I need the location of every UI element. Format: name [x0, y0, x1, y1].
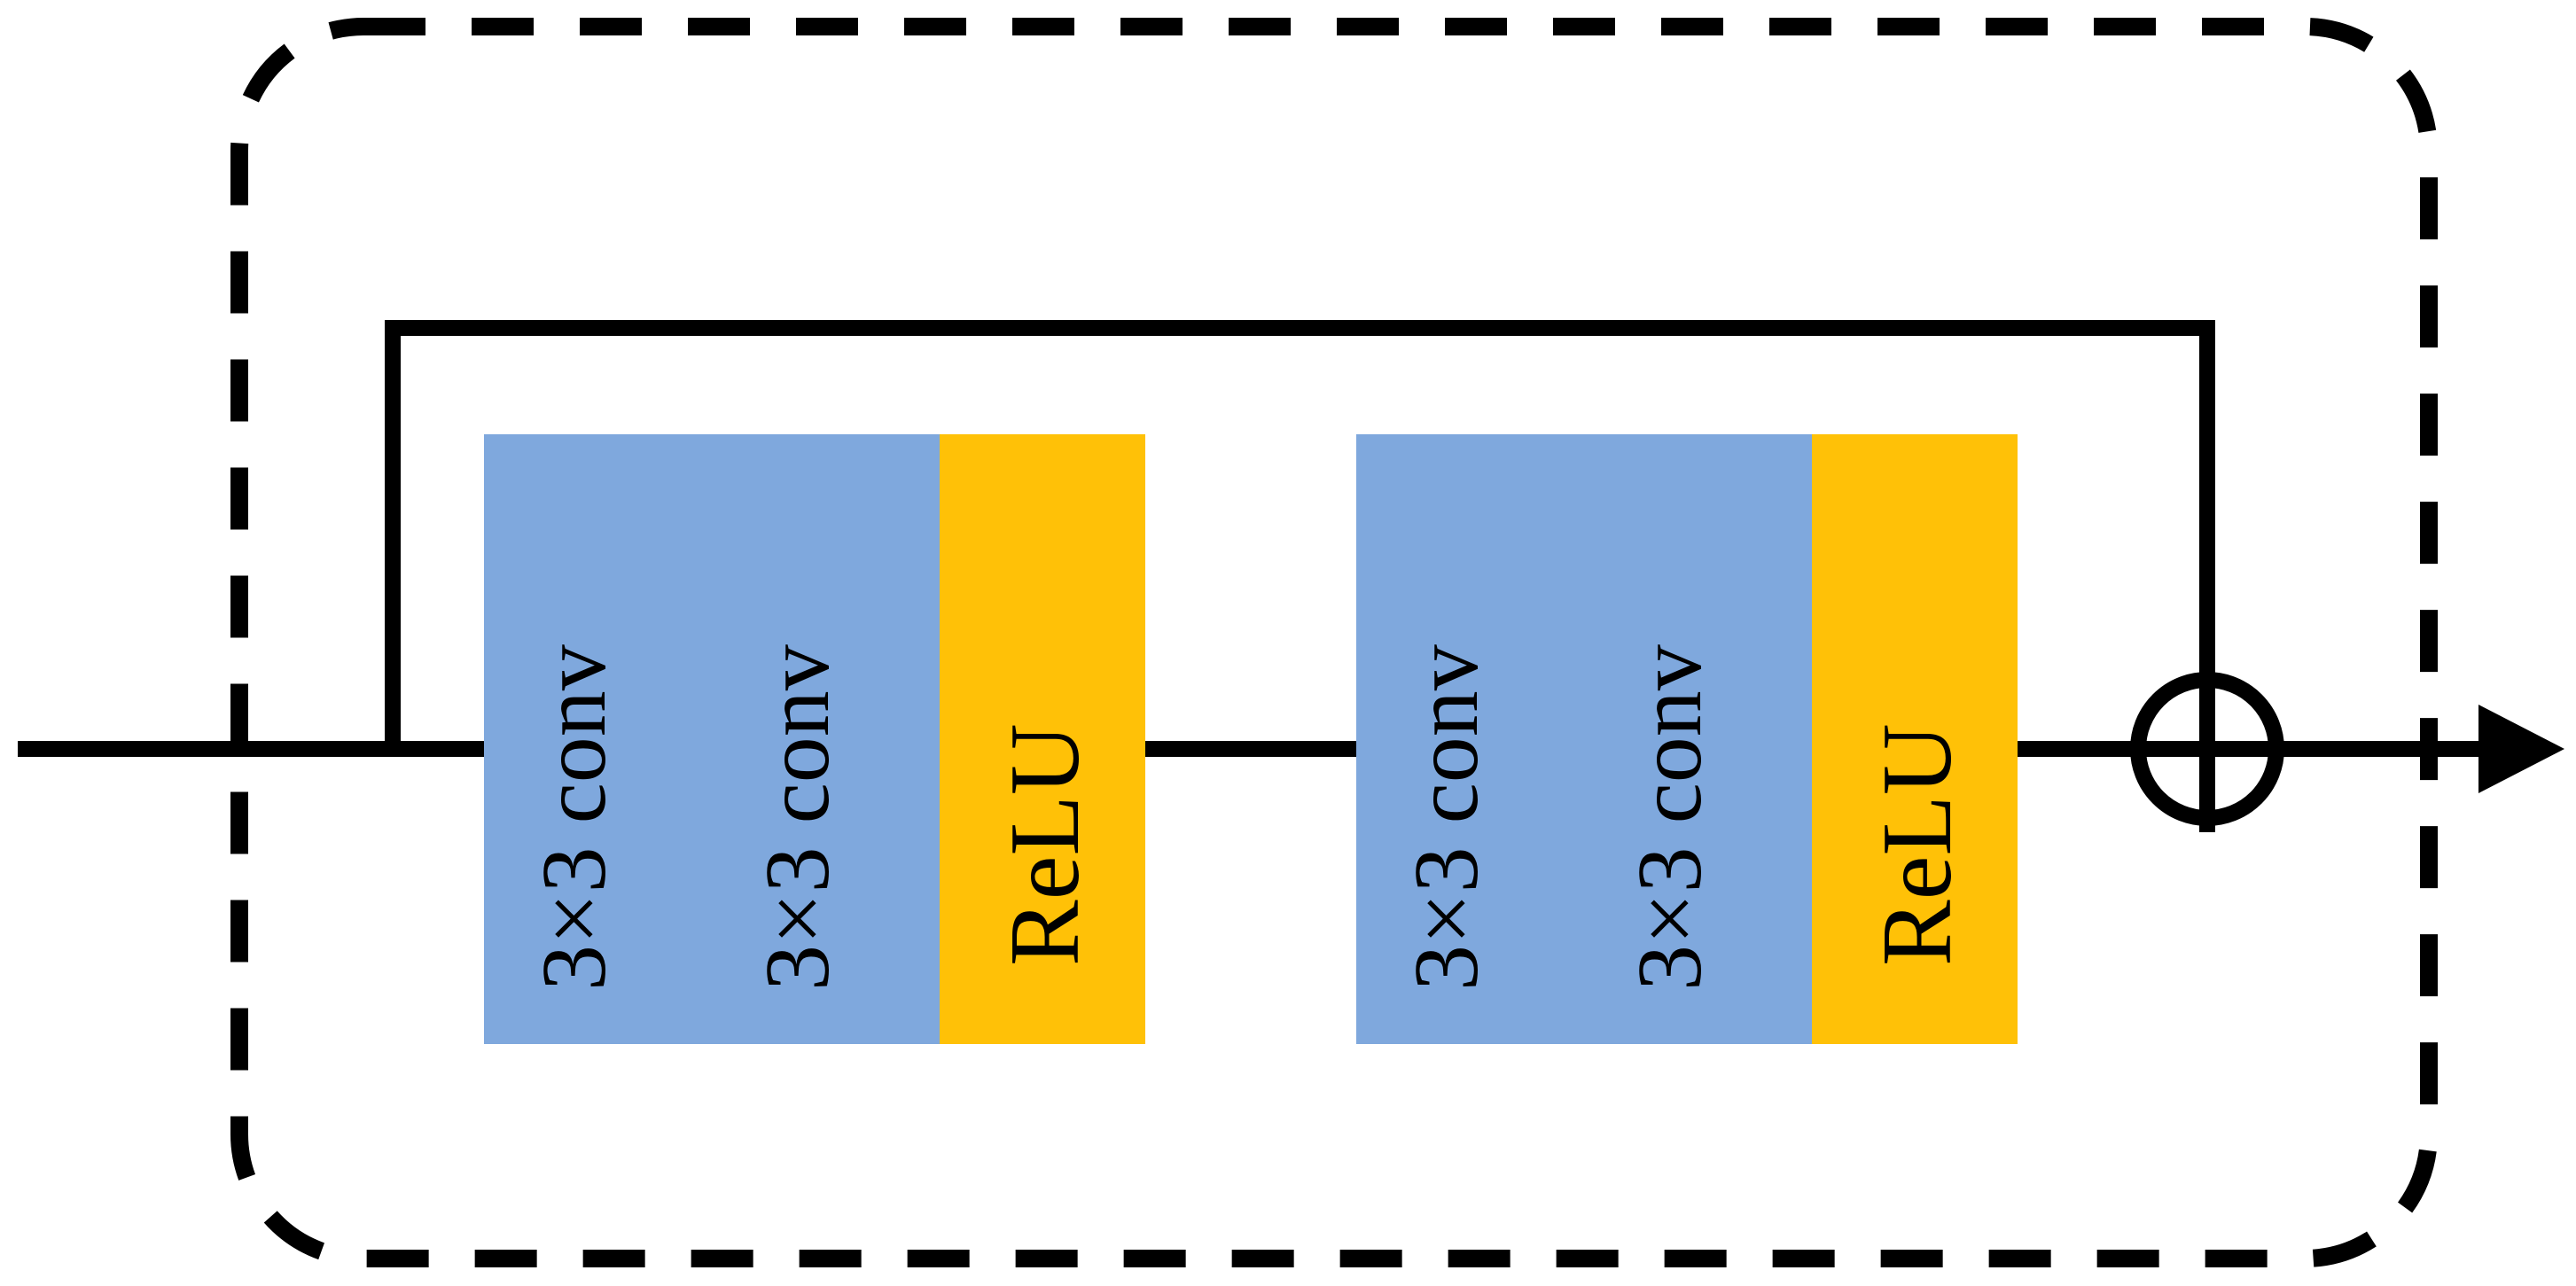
residual-block-boundary — [230, 18, 2438, 1267]
output-arrowhead — [2478, 705, 2564, 793]
conv-block-1 — [484, 434, 940, 1044]
conv-block-1-label-a: 3×3 conv — [523, 644, 625, 991]
conv-block-2-label-b: 3×3 conv — [1619, 644, 1721, 991]
relu-block-1-label: ReLU — [990, 723, 1100, 966]
element-wise-addition-icon — [2124, 666, 2291, 832]
skip-connection-wire — [385, 320, 2215, 757]
relu-block-1 — [940, 434, 1145, 1044]
conv-block-2 — [1356, 434, 1812, 1044]
relu-block-2 — [1812, 434, 2018, 1044]
conv-block-1-label-b: 3×3 conv — [746, 644, 848, 991]
conv-block-2-label-a: 3×3 conv — [1395, 644, 1497, 991]
relu-block-2-label: ReLU — [1862, 723, 1972, 966]
